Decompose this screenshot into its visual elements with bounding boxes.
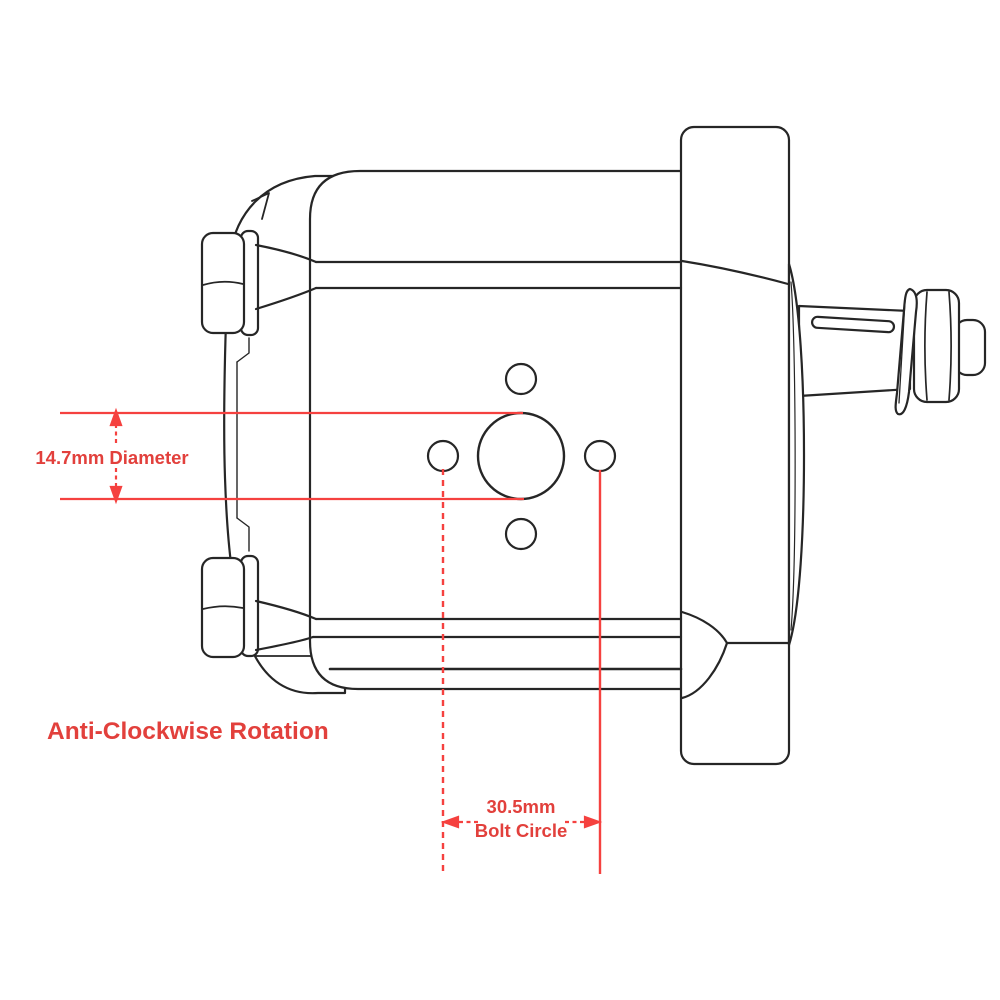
shaft-washer-inner-line (898, 300, 906, 404)
rotation-label: Anti-Clockwise Rotation (47, 718, 329, 745)
pump-black-linework (200, 125, 987, 766)
rear-cover-step-bottom (236, 517, 250, 552)
diameter-arrowhead-up (109, 407, 123, 427)
shaft-nut-facet-right (948, 291, 953, 401)
bolt-circle-caption-label: Bolt Circle (475, 820, 568, 841)
pilot-boss (787, 262, 806, 647)
bolt-hole-top (504, 362, 538, 396)
bolt-circle-arrowhead-right (583, 815, 603, 829)
hub-bottom-curve-lower (680, 641, 729, 700)
shaft-nut-facet-left (923, 291, 928, 401)
bolt-circle-arrowhead-left (440, 815, 460, 829)
bolt-circle-value-label: 30.5mm (487, 796, 556, 817)
diameter-arrowhead-down (109, 485, 123, 505)
bottom-bolt-head (200, 556, 246, 659)
top-bolt-head (200, 231, 246, 335)
shaft-keyway (810, 315, 896, 334)
body-seam-3-fillet (254, 599, 318, 621)
shaft-diameter-label: 14.7mm Diameter (35, 447, 188, 468)
top-bolt-facet-line (202, 280, 244, 286)
body-seam-1-fillet (254, 243, 318, 264)
body-seam-4-fillet (254, 635, 315, 652)
bottom-bolt-facet-line (202, 605, 244, 610)
dimension-annotations (60, 407, 603, 874)
shaft-nut (912, 288, 961, 404)
rear-cover-step-top (236, 337, 250, 363)
hub-top-curve (680, 259, 790, 286)
annotation-labels: 14.7mm Diameter Anti-Clockwise Rotation … (35, 447, 567, 841)
pump-body-outline (308, 169, 684, 691)
body-seam-2-fillet (254, 286, 318, 311)
hub-bottom-curve-upper (680, 610, 729, 645)
rear-cover-top-tab (251, 192, 270, 220)
mounting-flange (679, 125, 791, 766)
bolt-hole-bottom (504, 517, 538, 551)
pilot-boss-inner-line (790, 281, 796, 631)
